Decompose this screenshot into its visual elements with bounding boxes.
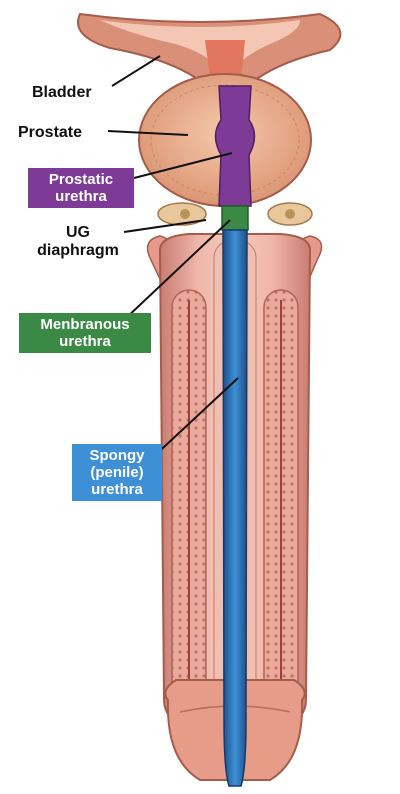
prostatic-urethra	[216, 86, 255, 206]
label-prostate: Prostate	[18, 124, 82, 142]
label-prostatic-urethra: Prostatic urethra	[28, 168, 134, 208]
label-membranous-urethra: Menbranous urethra	[19, 313, 151, 353]
spongy-urethra	[223, 230, 247, 786]
membranous-urethra	[222, 206, 248, 230]
label-spongy-urethra: Spongy (penile) urethra	[72, 444, 162, 501]
label-bladder: Bladder	[32, 84, 92, 102]
leader-bladder	[112, 56, 160, 86]
label-ug-diaphragm: UG diaphragm	[33, 224, 123, 260]
